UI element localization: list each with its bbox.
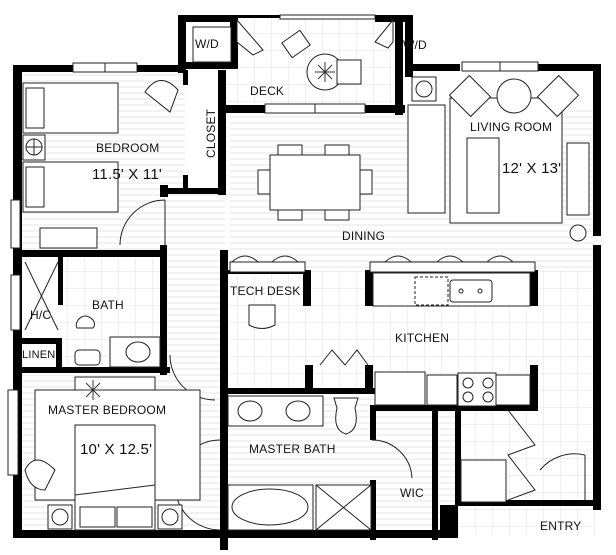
- doors: [119, 18, 586, 531]
- room-label-tech-desk: TECH DESK: [230, 284, 301, 298]
- room-dimensions-living-room: 12' X 13': [502, 160, 562, 177]
- room-label-living-room: LIVING ROOM: [470, 120, 553, 134]
- room-label-kitchen: KITCHEN: [395, 331, 450, 345]
- room-label-hc: H/C: [30, 308, 52, 322]
- room-dimensions-master-bedroom: 10' X 12.5': [80, 441, 153, 458]
- room-label-closet: CLOSET: [204, 108, 218, 158]
- room-dimensions-bedroom: 11.5' X 11': [92, 166, 162, 183]
- room-label-wd-right: W/D: [403, 38, 427, 52]
- room-label-master-bath: MASTER BATH: [249, 442, 336, 456]
- room-label-deck: DECK: [250, 84, 285, 98]
- room-label-bath: BATH: [92, 298, 124, 312]
- room-label-wd-left: W/D: [195, 37, 219, 51]
- room-label-wic: WIC: [400, 486, 424, 500]
- room-label-bedroom: BEDROOM: [96, 141, 160, 155]
- furniture: [22, 26, 590, 531]
- flower-icons: [83, 62, 335, 400]
- room-label-linen: LINEN: [22, 349, 56, 361]
- room-label-master-bedroom: MASTER BEDROOM: [48, 403, 167, 417]
- room-label-entry: ENTRY: [540, 519, 582, 533]
- windows: [7, 14, 539, 476]
- room-label-dining: DINING: [342, 229, 386, 243]
